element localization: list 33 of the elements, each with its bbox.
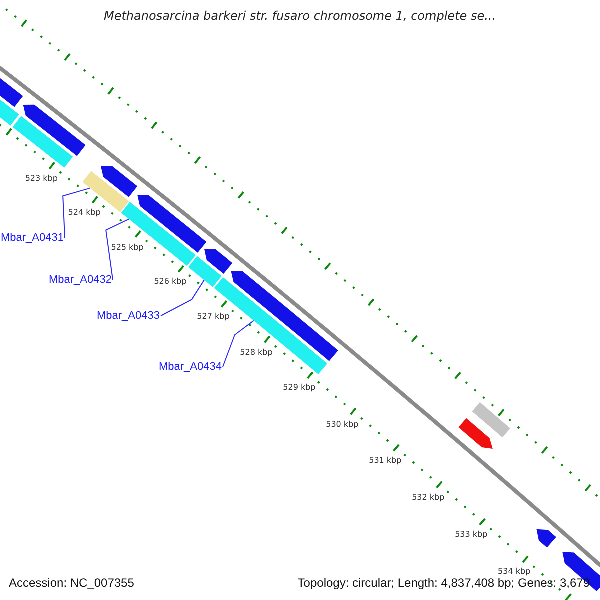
gene-label: Mbar_A0431 — [1, 232, 64, 244]
scale-tick-label: 532 kbp — [412, 492, 445, 503]
leader-line — [106, 218, 130, 280]
gene-feature — [231, 271, 338, 362]
gene-feature — [458, 418, 493, 449]
gene-feature — [23, 104, 86, 156]
gene-label: Mbar_A0434 — [159, 361, 222, 373]
scale-tick-label: 533 kbp — [455, 530, 488, 540]
scale-tick-label: 534 kbp — [498, 567, 531, 578]
gene-feature — [536, 529, 556, 548]
scale-tick-label: 524 kbp — [68, 208, 101, 218]
gene-label: Mbar_A0432 — [49, 274, 112, 286]
gene-feature — [562, 552, 600, 592]
gene-feature — [204, 249, 233, 274]
gene-bar — [472, 402, 510, 438]
scale-tick-label: 523 kbp — [25, 174, 58, 184]
scale-tick-label: 526 kbp — [154, 277, 187, 288]
scale-tick-label: 525 kbp — [111, 242, 144, 253]
genome-summary-text: Topology: circular; Length: 4,837,408 bp; Genes: 3,679 — [298, 576, 590, 590]
scale-tick-label: 530 kbp — [326, 420, 359, 430]
gene-label: Mbar_A0433 — [97, 310, 160, 322]
scale-tick-label: 527 kbp — [197, 312, 230, 322]
gene-feature — [100, 166, 138, 198]
scale-tick-label: 531 kbp — [369, 456, 402, 466]
leader-line — [62, 188, 91, 238]
gene-bar — [188, 256, 222, 288]
gene-bar — [12, 116, 74, 168]
accession-text: Accession: NC_007355 — [9, 576, 134, 590]
scale-tick-label: 528 kbp — [240, 348, 273, 358]
scale-tick-label: 529 kbp — [283, 383, 316, 394]
leader-line — [222, 320, 254, 368]
leader-line — [160, 280, 205, 316]
diagram-title: Methanosarcina barkeri str. fusaro chromosome 1, complete se... — [104, 9, 496, 23]
